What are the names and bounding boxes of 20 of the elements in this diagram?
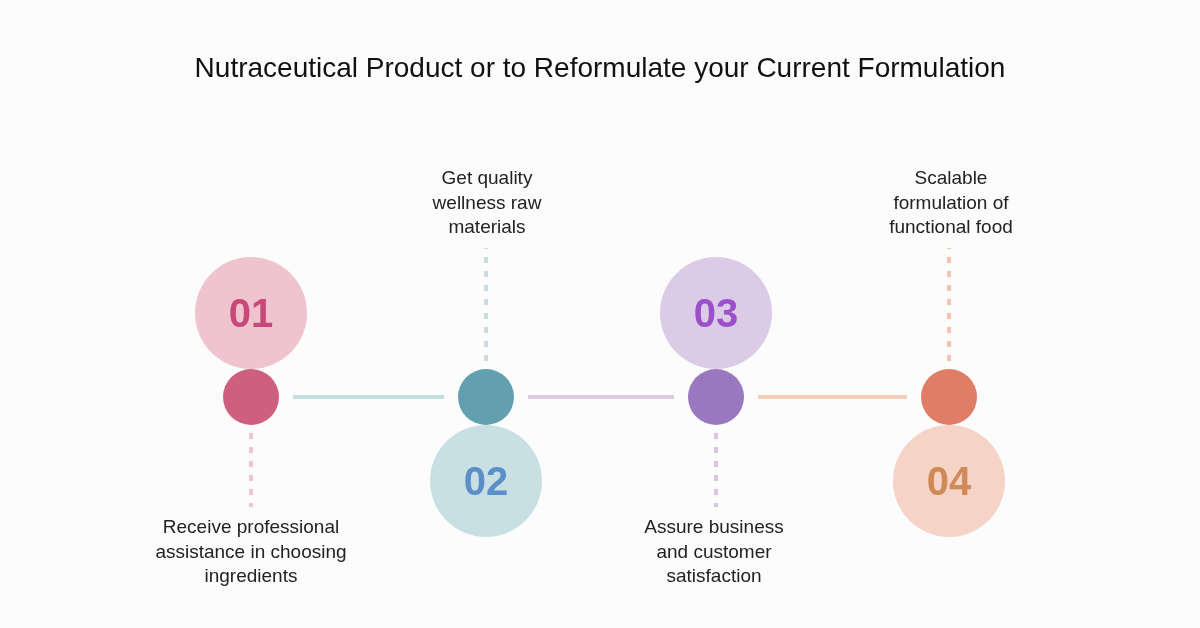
step-description: Get quality wellness raw materials — [417, 166, 557, 240]
step-description: Assure business and customer satisfaction — [631, 515, 797, 589]
leader-line — [249, 433, 253, 507]
connector-line — [528, 395, 674, 399]
timeline-dot — [921, 369, 977, 425]
step-number-circle: 03 — [660, 257, 772, 369]
connector-line — [758, 395, 907, 399]
leader-line — [947, 248, 951, 361]
step-description: Receive professional assistance in choosing ingredients — [139, 515, 363, 589]
step-number-circle: 01 — [195, 257, 307, 369]
leader-line — [484, 248, 488, 361]
connector-line — [293, 395, 444, 399]
diagram-title: Nutraceutical Product or to Reformulate your Current Formulation — [194, 52, 1006, 84]
leader-line — [714, 433, 718, 507]
timeline-dot — [688, 369, 744, 425]
step-description: Scalable formulation of functional food — [876, 166, 1026, 240]
timeline-dot — [223, 369, 279, 425]
timeline-dot — [458, 369, 514, 425]
step-number-circle: 02 — [430, 425, 542, 537]
step-number-circle: 04 — [893, 425, 1005, 537]
